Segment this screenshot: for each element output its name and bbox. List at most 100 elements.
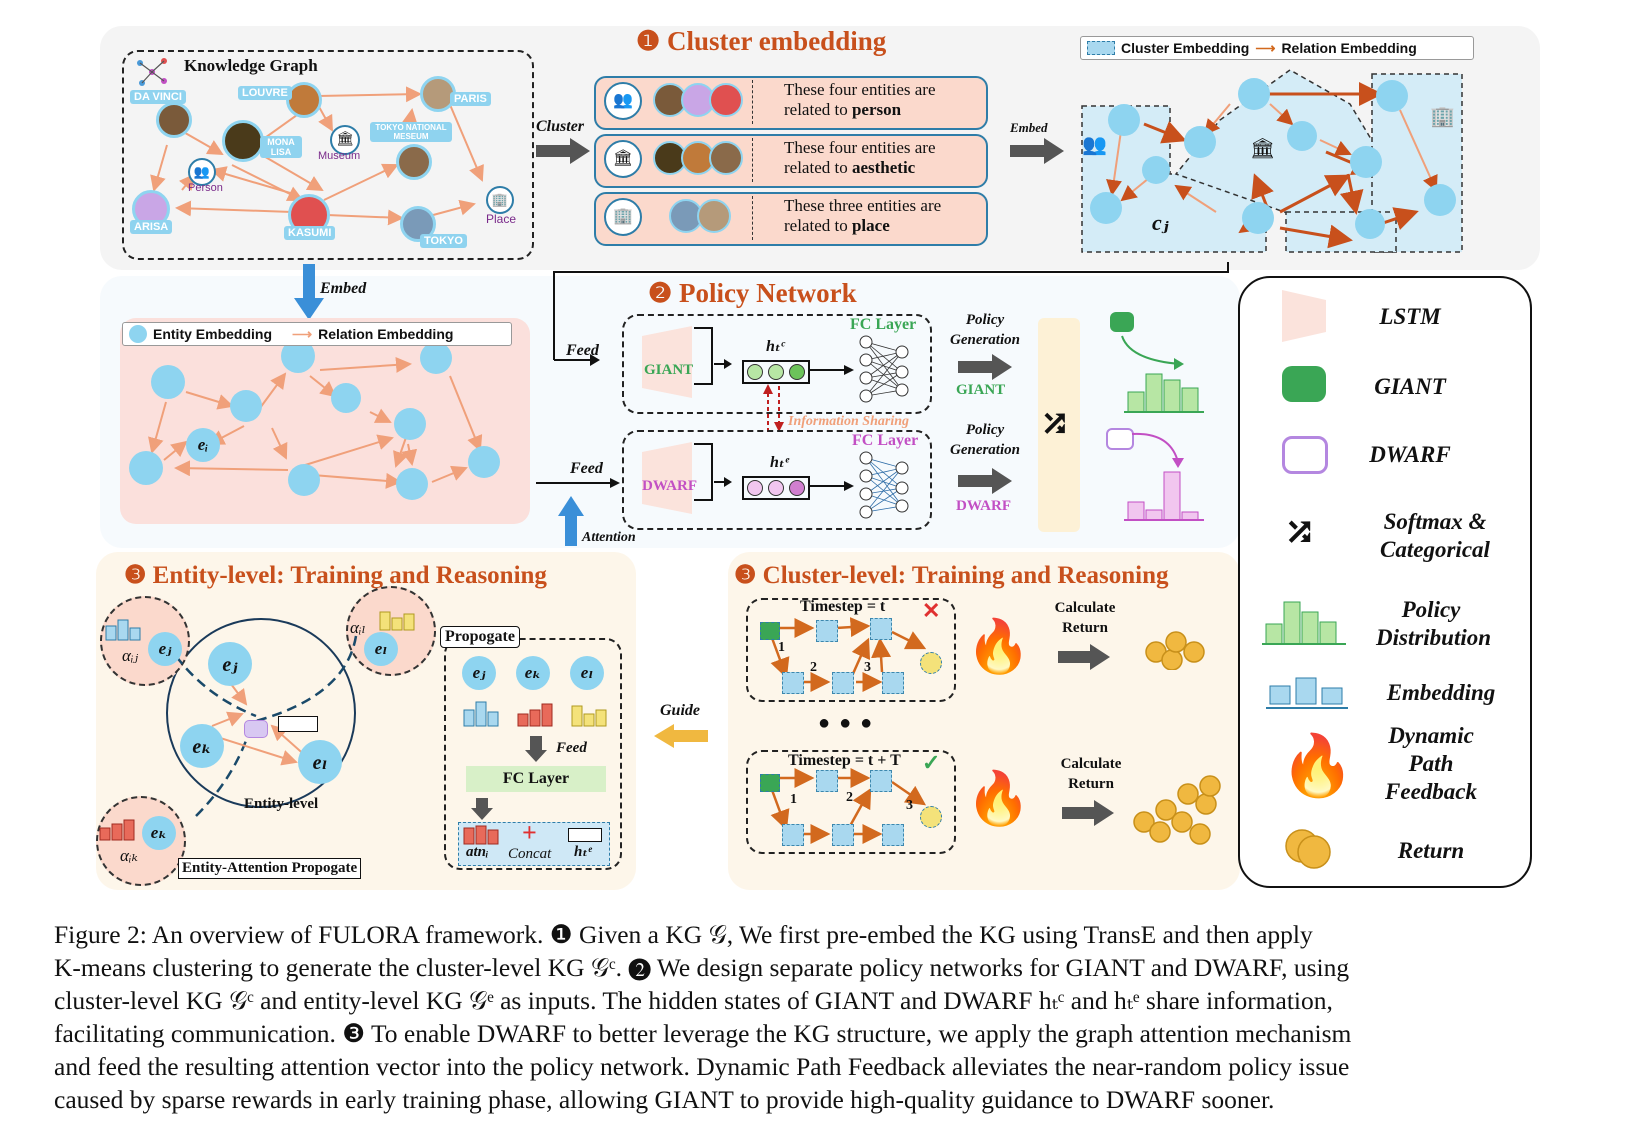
tT-node-e: [882, 824, 904, 846]
tT-step-3: 3: [906, 798, 913, 813]
entity-level-label: Entity-level: [244, 796, 319, 812]
davinci-avatar: [156, 102, 192, 138]
kg-label-arisa: ARISA: [130, 220, 173, 234]
alpha-el-node: eₗ: [364, 632, 398, 666]
kg-label-place: Place: [486, 212, 517, 226]
legend-embedding-icon: [1266, 677, 1348, 709]
legend-giant-robot-icon: [1282, 366, 1326, 402]
timestep-t-box: [746, 598, 956, 702]
aesthetic-cluster-icon: 🏛: [604, 140, 642, 178]
timestep-t-path: [770, 617, 927, 692]
cluster-person-icon: 👥: [1082, 134, 1107, 156]
embed-down-arrow: [294, 264, 324, 320]
t-step-3: 3: [864, 660, 871, 675]
entity-embedding-panel: [120, 318, 530, 524]
section3b-title: ❸ Cluster-level: Training and Reasoning: [734, 562, 1169, 589]
entity-ej: eⱼ: [208, 642, 252, 686]
legend-policy-distribution-icon: [1262, 601, 1346, 645]
dwarf-lstm-label: DWARF: [642, 478, 697, 494]
cluster-building-icon: 🏢: [1430, 106, 1455, 128]
legend-coin-icon: [1285, 829, 1331, 869]
atn-embedding-icon: [463, 825, 499, 845]
t-step-1: 1: [778, 640, 785, 655]
attention-up-arrow: [558, 496, 584, 546]
alpha-ik-label: αᵢₖ: [120, 846, 138, 865]
alpha-ik-embedding-icon: [99, 819, 135, 841]
hc-label: hₜᶜ: [766, 338, 785, 355]
knowledge-graph-box: [122, 50, 534, 260]
legend-policy-distribution: Policy Distribution: [1376, 597, 1492, 650]
t-step-2: 2: [810, 660, 817, 675]
tokyo-museum-avatar: [396, 144, 432, 180]
entity-embedding-graph: [129, 346, 500, 500]
tT-node-d: [832, 824, 854, 846]
aesthetic-cluster-text: These four entities are related to aesth…: [784, 138, 936, 178]
aesthetic-line-a: These four entities are: [784, 138, 936, 157]
out-dwarf-label: DWARF: [956, 498, 1011, 514]
fire-icon-top: 🔥: [966, 619, 1031, 676]
legend-dwarf-robot-icon: [1282, 436, 1328, 474]
t-start-robot: [760, 622, 780, 640]
entity-attention-propogate-label: Entity-Attention Propogate: [178, 858, 362, 879]
place-line-b: related to: [784, 216, 852, 235]
out-giant-label: GIANT: [956, 382, 1006, 398]
fc-bottom-label: FC Layer: [852, 432, 919, 449]
embed-arrow-label: Embed: [1010, 120, 1048, 135]
giant-network-box: [622, 314, 932, 414]
prop-fc-layer: FC Layer: [466, 766, 606, 792]
person-avatars: [652, 82, 744, 123]
entity-ei: eᵢ: [186, 428, 220, 462]
t-node-a: [816, 620, 838, 642]
kg-label-person: Person: [188, 182, 223, 194]
entity-embedding-legend: Entity Embedding ⟶ Relation Embedding: [122, 322, 512, 346]
prop-embeddings: [463, 701, 607, 727]
giant-fc-layer: [859, 335, 909, 403]
alpha-ij-embedding-icon: [105, 619, 141, 641]
tT-target-icon: [920, 806, 942, 828]
caption-line-4: facilitating communication. ❸ To enable …: [54, 1019, 1352, 1048]
giant-robot-icon: [1110, 312, 1134, 332]
place-bold: place: [851, 216, 890, 235]
policy-gen-top-label: Policy Generation: [949, 312, 1020, 348]
dwarf-hidden-state: [742, 476, 810, 500]
kg-label-tokyo: TOKYO: [420, 234, 467, 248]
caption-line-6: caused by sparse rewards in early traini…: [54, 1085, 1275, 1114]
giant-to-fc-arrow: [808, 365, 854, 375]
attention-label: Attention: [582, 530, 636, 545]
tT-node-c: [782, 824, 804, 846]
kg-label-monalisa: MONA LISA: [260, 136, 302, 158]
giant-lstm-label: GIANT: [644, 362, 694, 378]
success-check-icon: ✓: [922, 750, 941, 775]
entity-attention-graph: [175, 635, 358, 817]
section3a-title: ❸ Entity-level: Training and Reasoning: [124, 562, 547, 589]
concat-plus-icon: +: [522, 818, 537, 847]
dwarf-loop: [694, 443, 732, 501]
aesthetic-line-b: related to: [784, 158, 852, 177]
alpha-il-embedding-icon: [379, 611, 415, 631]
guide-label: Guide: [660, 702, 700, 719]
tT-node-b: [870, 770, 892, 792]
tT-step-1: 1: [790, 792, 797, 807]
place-cluster-text: These three entities are related to plac…: [784, 196, 941, 236]
policy-gen-bottom-label: Policy Generation: [949, 422, 1020, 458]
prop-el: eₗ: [570, 656, 604, 690]
cluster-embedding-swatch: [1087, 41, 1115, 55]
dwarf-lstm-icon: [642, 442, 692, 514]
caption-line-2: K-means clustering to generate the clust…: [54, 953, 1350, 982]
person-line-a: These four entities are: [784, 80, 936, 99]
kg-label-louvre: LOUVRE: [238, 86, 292, 100]
dwarf-to-fc-arrow: [808, 481, 854, 491]
kg-graph: [150, 86, 484, 226]
alpha-il-label: αᵢₗ: [350, 618, 366, 637]
embed-arrow: [1010, 138, 1064, 164]
legend-fire-icon: 🔥: [1280, 733, 1355, 799]
timestep-t-label: Timestep = t: [800, 598, 886, 615]
entity-embedding-swatch: [129, 325, 147, 343]
cluster-box-place: [594, 192, 988, 246]
info-sharing-label: Information Sharing: [788, 414, 909, 429]
alpha-il-bubble: [346, 586, 436, 676]
tT-node-a: [816, 770, 838, 792]
calc-return-bottom-arrow: [1062, 800, 1114, 826]
kg-label-paris: PARIS: [450, 92, 491, 106]
place-cluster-icon: 🏢: [604, 198, 642, 236]
